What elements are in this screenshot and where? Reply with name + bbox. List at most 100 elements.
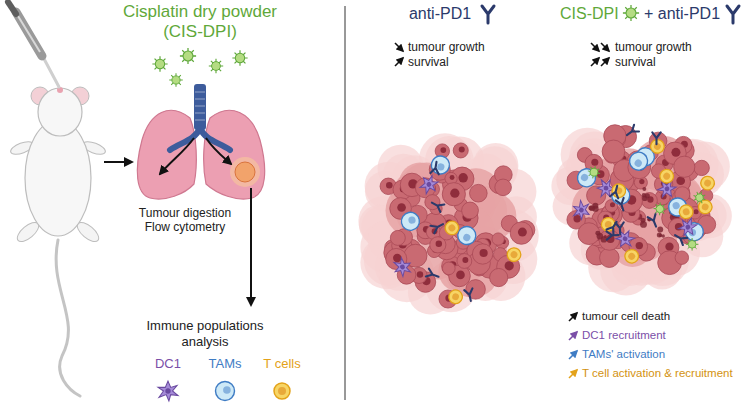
t-cell <box>622 247 641 266</box>
tumour-cell <box>462 202 479 219</box>
label-box: tumour cell death <box>582 310 670 324</box>
dead-cell-fragment <box>642 193 646 197</box>
tumour-nucleus <box>417 271 423 277</box>
step-note: Immune populations analysis <box>138 318 272 349</box>
label-box: TAMs <box>209 356 242 372</box>
antibody-icon <box>482 6 494 23</box>
effect-arrow <box>569 332 577 340</box>
effect-arrow <box>569 370 577 378</box>
tumour-nucleus <box>636 242 643 249</box>
tumour-nucleus <box>505 261 514 270</box>
mouse-body <box>25 120 91 236</box>
tumour-cell <box>495 179 512 196</box>
t-cell <box>699 174 717 192</box>
antibody-icon <box>727 6 739 23</box>
label-box: T cells <box>263 356 300 372</box>
antibody <box>673 232 688 245</box>
treatment-label: anti-PD1 <box>409 4 471 23</box>
trend-arrow <box>591 58 599 66</box>
t-cell <box>442 218 461 237</box>
dc1-cell <box>613 227 637 251</box>
tumour-cell <box>472 244 492 264</box>
tam-cell <box>400 211 421 232</box>
flow-arrow <box>104 161 132 163</box>
antibody <box>624 125 639 139</box>
dead-cell-fragment <box>659 234 662 237</box>
effect-text: tumour cell death <box>582 310 670 324</box>
mouse-tail <box>56 240 80 396</box>
dead-cell-fragment <box>595 231 600 236</box>
powder-particle <box>651 200 669 218</box>
outcome-text: survival <box>408 55 449 69</box>
effect-text: T cell activation & recruitment <box>582 367 733 381</box>
antibody <box>464 288 475 301</box>
lung-lobe <box>204 110 265 199</box>
tumour-cell <box>470 184 488 202</box>
antibody <box>430 199 444 212</box>
label-box: survival <box>615 55 656 69</box>
bronchus <box>170 128 200 150</box>
tumour-nucleus <box>386 182 393 189</box>
tumour-nucleus <box>462 257 468 263</box>
powder-particle <box>152 56 167 71</box>
label-box: tumour growth <box>615 40 692 54</box>
lung-lobe <box>137 110 196 199</box>
label-box: survival <box>408 55 449 69</box>
dc1-cell <box>391 255 415 279</box>
label-box: CIS-DPI <box>560 4 619 23</box>
effect-arrow <box>569 313 577 321</box>
treatment-label: CIS-DPI <box>560 4 619 23</box>
tumour-nucleus <box>610 202 615 207</box>
tumour-nucleus <box>436 241 442 247</box>
tumour-nucleus <box>665 242 673 250</box>
tumour-cell <box>602 140 625 163</box>
label-box: T cell activation & recruitment <box>582 367 733 381</box>
tumour-cell <box>466 280 486 300</box>
delivery-arrow <box>160 138 194 174</box>
device-highlight <box>18 16 40 52</box>
tumour-cell <box>490 268 508 286</box>
dead-cell-fragment <box>589 205 595 211</box>
dc1-icon <box>158 381 178 401</box>
trend-arrow <box>601 58 609 66</box>
title-text: Cisplatin dry powder (CIS-DPI) <box>110 2 290 43</box>
tumour-cell <box>453 143 468 158</box>
dc1-cell <box>417 172 442 197</box>
antibody <box>615 222 624 234</box>
tumour-nucleus <box>440 147 446 153</box>
antibody <box>426 269 440 281</box>
outcome-text: tumour growth <box>615 40 692 54</box>
trend-arrow <box>591 43 599 51</box>
mouse-head <box>38 88 82 136</box>
tam-cell <box>626 149 651 174</box>
tumour-cell <box>675 251 688 264</box>
label-box: TAMs' activation <box>582 348 665 362</box>
label-box: Cisplatin dry powder (CIS-DPI) <box>110 2 290 43</box>
tumour-cell <box>430 237 446 253</box>
dead-cell-fragment <box>604 235 607 238</box>
effect-text: TAMs' activation <box>582 348 665 362</box>
label-box: Immune populations analysis <box>138 318 272 349</box>
antibody <box>430 161 440 174</box>
antibody <box>431 220 445 233</box>
tumour-nucleus <box>393 254 401 262</box>
tumour-cell <box>694 160 709 175</box>
tumour <box>358 133 538 314</box>
tumour-nucleus <box>458 173 467 182</box>
bronchus <box>200 128 230 150</box>
device-plunger <box>8 2 16 14</box>
lung-tumour-halo <box>230 157 260 187</box>
tumour-nucleus <box>459 146 465 152</box>
t-cell-icon <box>274 383 290 399</box>
label-box: anti-PD1 <box>409 4 471 23</box>
tumour-nucleus <box>639 179 644 184</box>
antibody <box>610 185 621 199</box>
label-box: tumour growth <box>408 40 485 54</box>
tumour-cell <box>457 254 472 269</box>
cell-label: TAMs <box>209 356 242 372</box>
panel-divider <box>345 6 346 400</box>
powder-particle <box>686 238 699 251</box>
antibody <box>652 132 660 144</box>
powder-particle <box>169 73 183 87</box>
dead-cell-fragment <box>642 187 646 191</box>
